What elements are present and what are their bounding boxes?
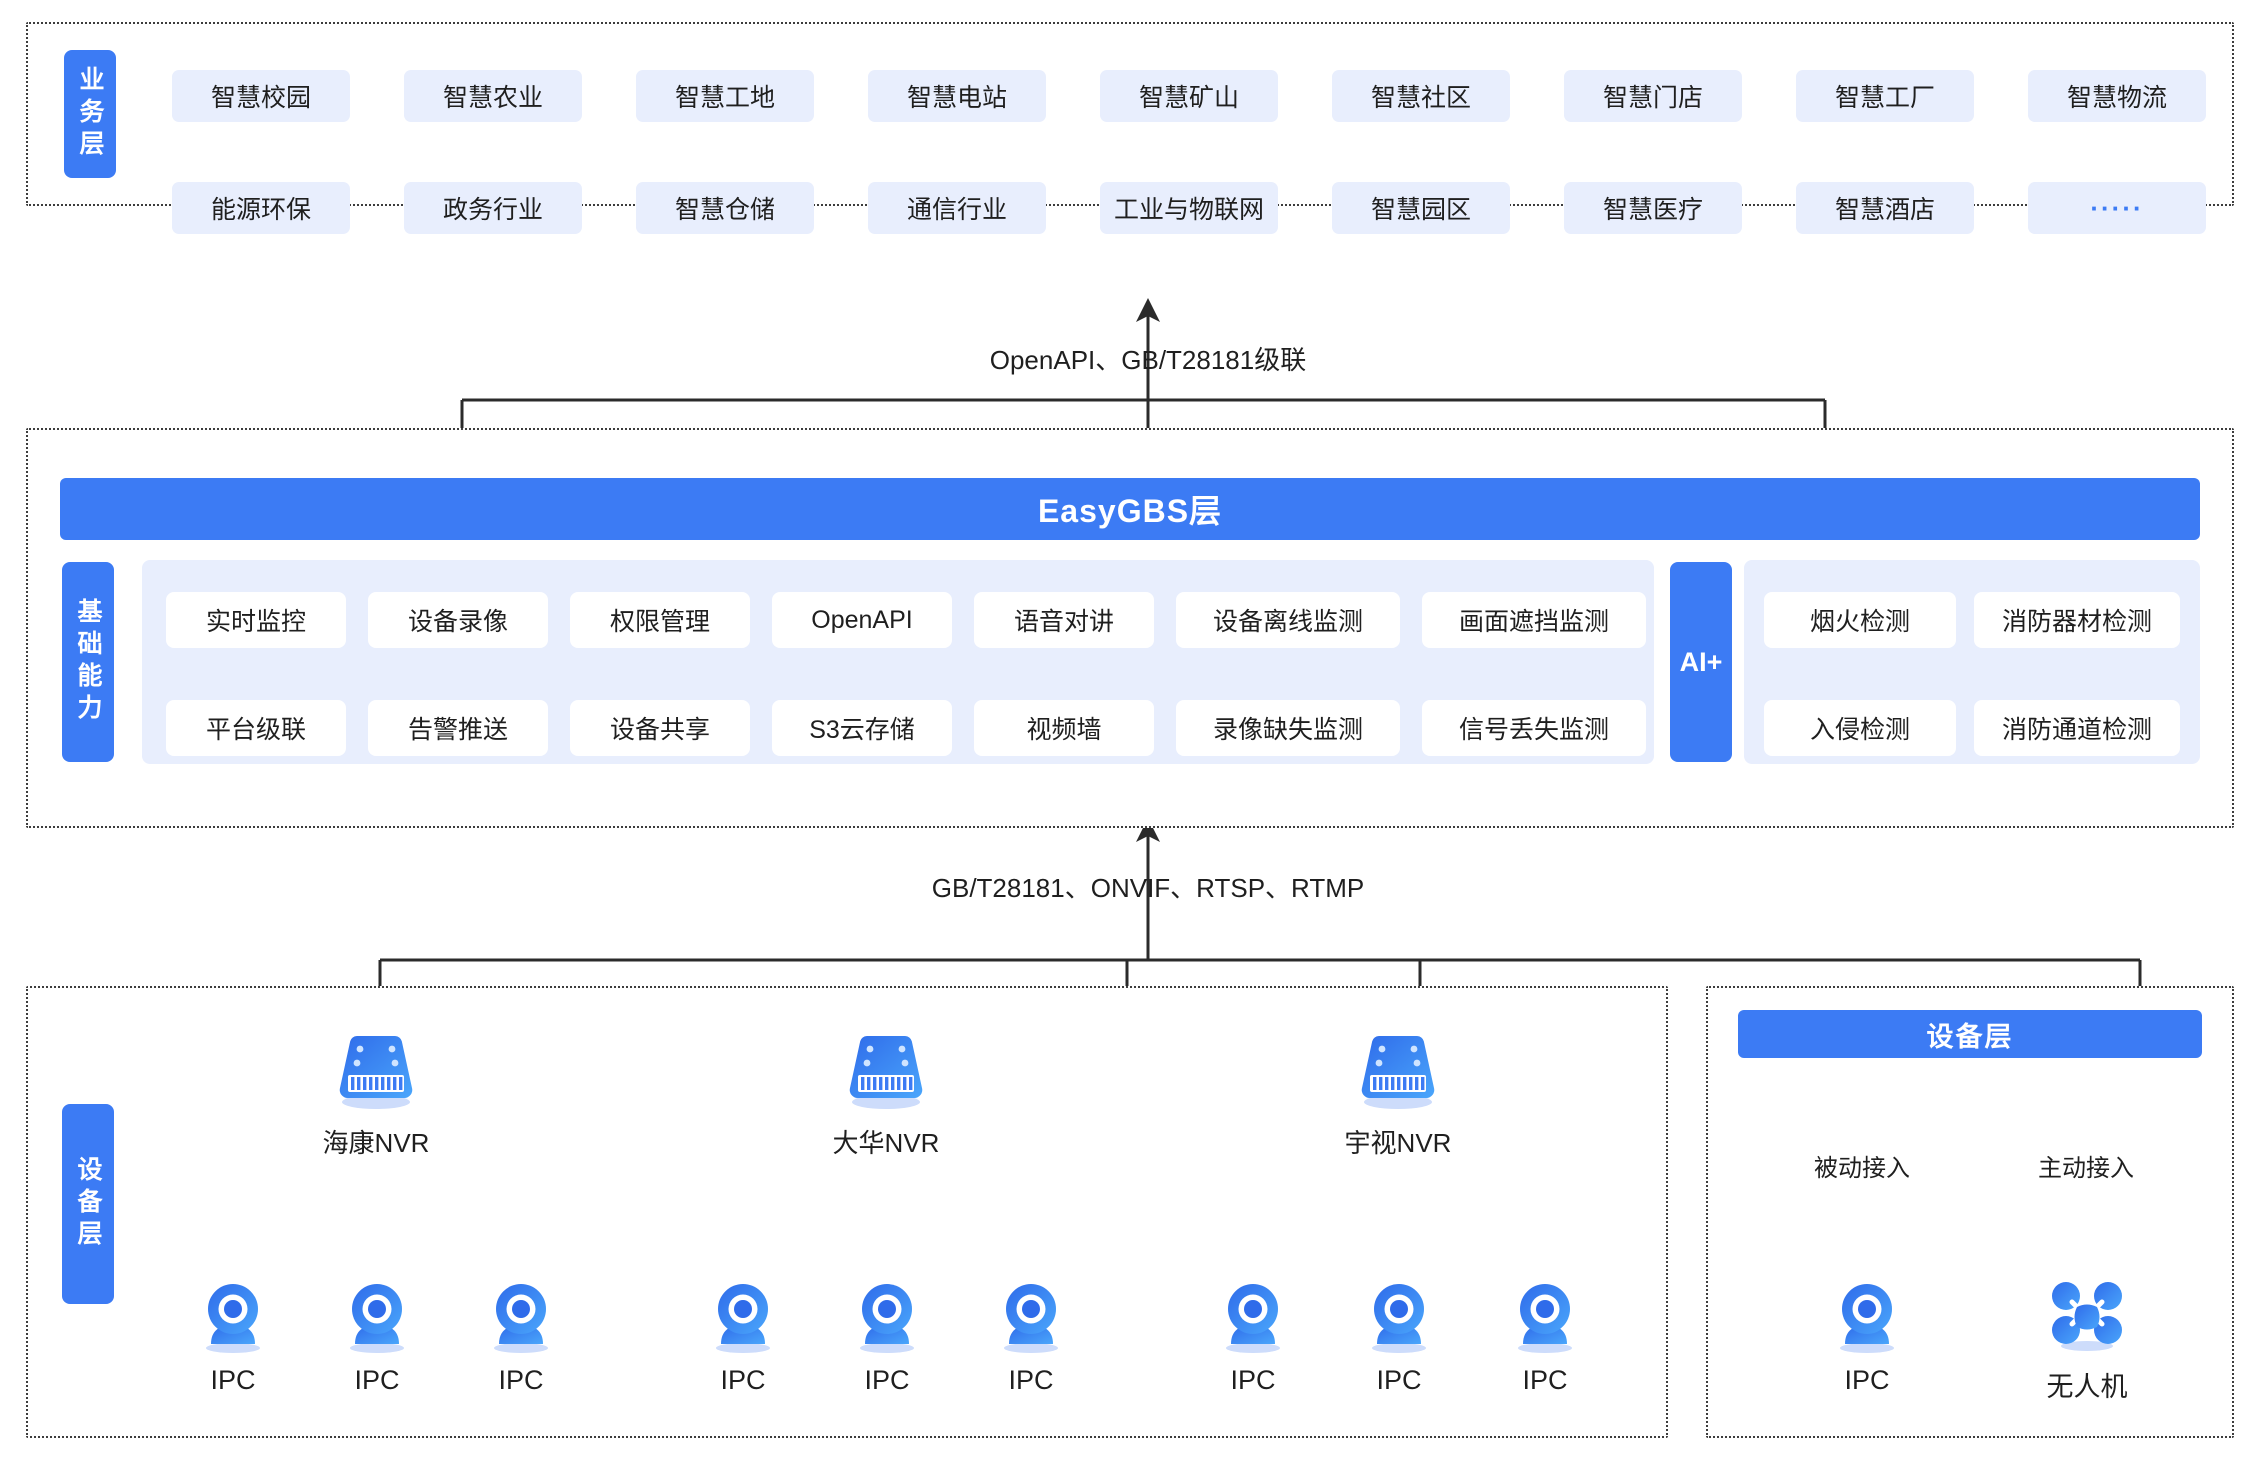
capability-chip[interactable]: 语音对讲	[974, 592, 1154, 648]
ipc-node[interactable]: IPC	[332, 1278, 422, 1396]
nvr-icon	[1352, 1030, 1444, 1117]
business-chip[interactable]: 智慧矿山	[1100, 70, 1278, 122]
business-chip[interactable]: 通信行业	[868, 182, 1046, 234]
business-chip[interactable]: 政务行业	[404, 182, 582, 234]
camera-icon	[848, 1278, 926, 1361]
capability-chip[interactable]: 设备录像	[368, 592, 548, 648]
ipc-node[interactable]: IPC	[1208, 1278, 1298, 1396]
business-chip-more[interactable]: ·····	[2028, 182, 2206, 234]
capability-chip[interactable]: 画面遮挡监测	[1422, 592, 1646, 648]
capability-chip[interactable]: 设备共享	[570, 700, 750, 756]
nvr-label: 大华NVR	[832, 1128, 940, 1158]
camera-icon	[1506, 1278, 1584, 1361]
business-chip[interactable]: 智慧校园	[172, 70, 350, 122]
capability-chip[interactable]: 设备离线监测	[1176, 592, 1400, 648]
device-layer-right-container	[1706, 986, 2234, 1438]
business-chip[interactable]: 智慧园区	[1332, 182, 1510, 234]
nvr-node[interactable]: 海康NVR	[316, 1030, 436, 1160]
business-chip[interactable]: 智慧工地	[636, 70, 814, 122]
capability-chip[interactable]: 实时监控	[166, 592, 346, 648]
capability-chip[interactable]: 信号丢失监测	[1422, 700, 1646, 756]
ipc-node[interactable]: IPC	[986, 1278, 1076, 1396]
business-chip[interactable]: 智慧门店	[1564, 70, 1742, 122]
capability-chip[interactable]: 告警推送	[368, 700, 548, 756]
ipc-node[interactable]: IPC	[1500, 1278, 1590, 1396]
device-layer-left-side-label: 设备层	[62, 1104, 114, 1304]
ipc-label: IPC	[498, 1365, 544, 1395]
drone-icon	[2048, 1278, 2126, 1361]
nvr-node[interactable]: 宇视NVR	[1338, 1030, 1458, 1160]
business-chip[interactable]: 智慧社区	[1332, 70, 1510, 122]
camera-icon	[482, 1278, 560, 1361]
business-chip[interactable]: 智慧酒店	[1796, 182, 1974, 234]
easygbs-title-bar: EasyGBS层	[60, 478, 2200, 540]
ipc-node[interactable]: IPC	[188, 1278, 278, 1396]
business-chip[interactable]: 智慧医疗	[1564, 182, 1742, 234]
ipc-label: IPC	[1230, 1365, 1276, 1395]
business-chip[interactable]: 智慧农业	[404, 70, 582, 122]
ipc-label: IPC	[1844, 1365, 1890, 1395]
ipc-node[interactable]: IPC	[476, 1278, 566, 1396]
ipc-label: IPC	[1376, 1365, 1422, 1395]
business-chip[interactable]: 智慧工厂	[1796, 70, 1974, 122]
ipc-label: IPC	[354, 1365, 400, 1395]
gbs-layer-side-label: 基础能力	[62, 562, 114, 762]
ai-chip[interactable]: 入侵检测	[1764, 700, 1956, 756]
camera-icon	[194, 1278, 272, 1361]
business-chip[interactable]: 能源环保	[172, 182, 350, 234]
nvr-icon	[840, 1030, 932, 1117]
nvr-icon	[330, 1030, 422, 1117]
active-access-label: 主动接入	[2038, 1155, 2134, 1182]
ipc-label: IPC	[1008, 1365, 1054, 1395]
nvr-node[interactable]: 大华NVR	[826, 1030, 946, 1160]
ipc-label: IPC	[864, 1365, 910, 1395]
ai-plus-label: AI+	[1670, 562, 1732, 762]
capability-chip[interactable]: OpenAPI	[772, 592, 952, 648]
camera-icon	[1214, 1278, 1292, 1361]
capability-chip[interactable]: 视频墙	[974, 700, 1154, 756]
business-chip[interactable]: 智慧仓储	[636, 182, 814, 234]
nvr-label: 宇视NVR	[1344, 1128, 1452, 1158]
camera-icon	[704, 1278, 782, 1361]
business-chip[interactable]: 智慧电站	[868, 70, 1046, 122]
ipc-node[interactable]: IPC	[1822, 1278, 1912, 1396]
capability-chip[interactable]: S3云存储	[772, 700, 952, 756]
camera-icon	[1828, 1278, 1906, 1361]
connector-label-gbs-device: GB/T28181、ONVIF、RTSP、RTMP	[931, 873, 1365, 903]
capability-chip[interactable]: 平台级联	[166, 700, 346, 756]
ai-chip[interactable]: 烟火检测	[1764, 592, 1956, 648]
camera-icon	[992, 1278, 1070, 1361]
camera-icon	[1360, 1278, 1438, 1361]
capability-chip[interactable]: 权限管理	[570, 592, 750, 648]
business-chip[interactable]: 工业与物联网	[1100, 182, 1278, 234]
connector-label-business-gbs: OpenAPI、GB/T28181级联	[989, 345, 1307, 375]
camera-icon	[338, 1278, 416, 1361]
ipc-label: IPC	[210, 1365, 256, 1395]
ai-chip[interactable]: 消防通道检测	[1974, 700, 2180, 756]
ipc-label: IPC	[720, 1365, 766, 1395]
ipc-node[interactable]: IPC	[698, 1278, 788, 1396]
ai-chip[interactable]: 消防器材检测	[1974, 592, 2180, 648]
nvr-label: 海康NVR	[322, 1128, 430, 1158]
drone-label: 无人机	[2046, 1372, 2128, 1402]
capability-chip[interactable]: 录像缺失监测	[1176, 700, 1400, 756]
ipc-node[interactable]: IPC	[1354, 1278, 1444, 1396]
ipc-label: IPC	[1522, 1365, 1568, 1395]
business-chip[interactable]: 智慧物流	[2028, 70, 2206, 122]
passive-access-label: 被动接入	[1814, 1155, 1910, 1182]
business-layer-side-label: 业务层	[64, 50, 116, 178]
device-layer-right-title: 设备层	[1738, 1010, 2202, 1058]
drone-node[interactable]: 无人机	[2040, 1278, 2134, 1404]
ipc-node[interactable]: IPC	[842, 1278, 932, 1396]
